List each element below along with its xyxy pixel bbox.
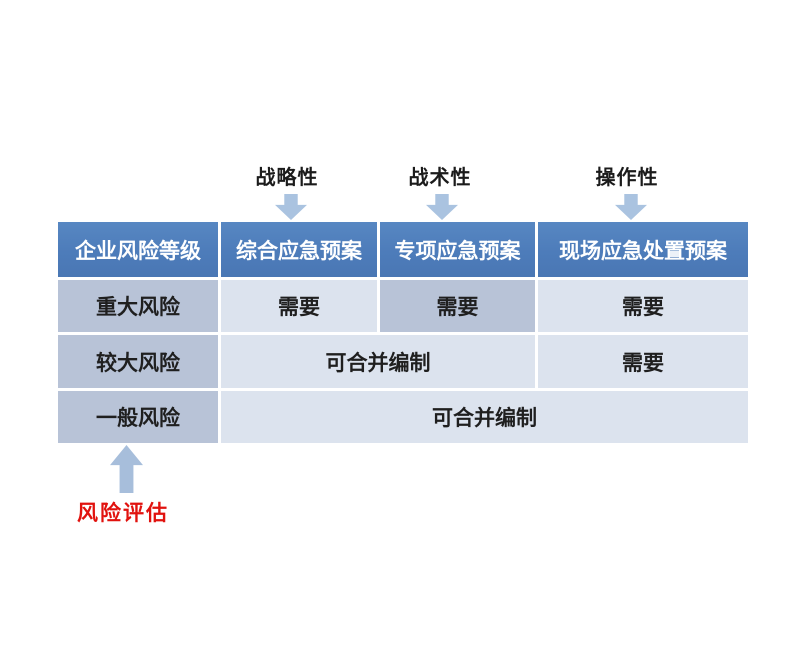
- label-strategic: 战略性: [255, 165, 319, 189]
- cell-general-merged: 可合并编制: [221, 391, 748, 443]
- row-general-risk-level: 一般风险: [58, 391, 218, 443]
- header-special-plan: 专项应急预案: [380, 222, 535, 277]
- cell-larger-onsite: 需要: [538, 335, 748, 388]
- cell-major-comprehensive: 需要: [221, 280, 377, 332]
- label-operational: 操作性: [595, 165, 659, 189]
- cell-larger-merged: 可合并编制: [221, 335, 535, 388]
- row-larger-risk-level: 较大风险: [58, 335, 218, 388]
- down-arrow-icon: [426, 194, 458, 220]
- down-arrow-icon: [615, 194, 647, 220]
- header-onsite-plan: 现场应急处置预案: [538, 222, 748, 277]
- cell-major-special: 需要: [380, 280, 535, 332]
- risk-assessment-label: 风险评估: [77, 500, 169, 525]
- row-major-risk-level: 重大风险: [58, 280, 218, 332]
- header-comprehensive-plan: 综合应急预案: [221, 222, 377, 277]
- risk-plan-table: 企业风险等级 综合应急预案 专项应急预案 现场应急处置预案 重大风险 需要 需要…: [58, 222, 748, 443]
- cell-major-onsite: 需要: [538, 280, 748, 332]
- down-arrow-icon: [275, 194, 307, 220]
- header-risk-level: 企业风险等级: [58, 222, 218, 277]
- label-tactical: 战术性: [408, 165, 472, 189]
- up-arrow-icon: [110, 445, 143, 493]
